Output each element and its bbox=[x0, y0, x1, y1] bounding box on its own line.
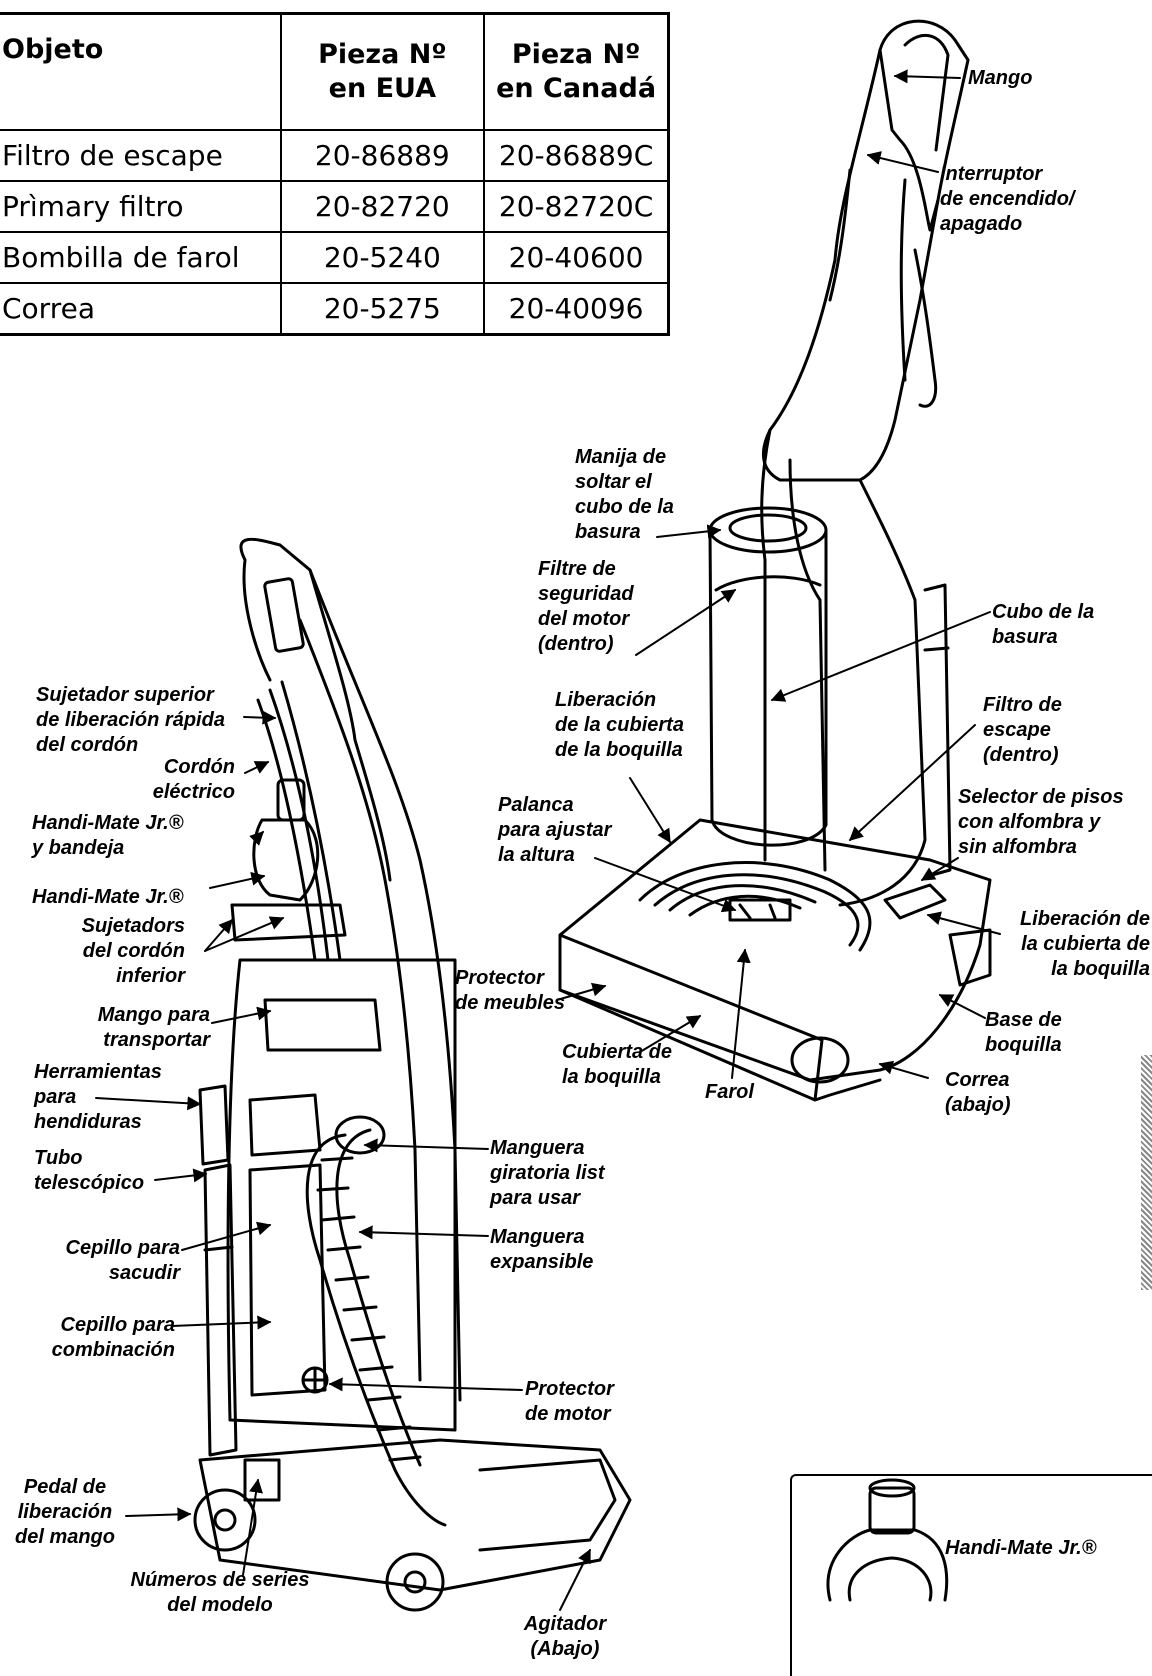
label-handi-mate: Handi-Mate Jr.® bbox=[32, 885, 183, 910]
label-palanca-altura: Palanca para ajustar la altura bbox=[498, 793, 611, 868]
label-liberacion-cubierta-der: Liberación de la cubierta de la boquilla bbox=[980, 907, 1150, 982]
label-inset-handi: Handi-Mate Jr.® bbox=[945, 1536, 1096, 1561]
label-filtre-seguridad: Filtre de seguridad del motor (dentro) bbox=[538, 557, 634, 657]
label-mango-transportar: Mango para transportar bbox=[60, 1003, 210, 1053]
label-cepillo-sacudir: Cepillo para sacudir bbox=[40, 1236, 180, 1286]
label-mango: Mango bbox=[968, 66, 1032, 91]
label-manija-soltar: Manija de soltar el cubo de la basura bbox=[575, 445, 674, 545]
crevice-tool bbox=[200, 1086, 228, 1164]
label-liberacion-cubierta-izq: Liberación de la cubierta de la boquilla bbox=[555, 688, 684, 763]
label-base-boquilla: Base de boquilla bbox=[985, 1008, 1062, 1058]
label-tubo: Tubo telescópico bbox=[34, 1146, 144, 1196]
label-cordon-electrico: Cordón eléctrico bbox=[100, 755, 235, 805]
inset-handi-mate-box bbox=[790, 1474, 1152, 1676]
label-interruptor: Interruptor de encendido/ apagado bbox=[940, 162, 1074, 237]
label-herramientas: Herramientas para hendiduras bbox=[34, 1060, 162, 1135]
label-cubierta-boquilla: Cubierta de la boquilla bbox=[562, 1040, 672, 1090]
handle-shaft bbox=[763, 50, 938, 480]
label-farol: Farol bbox=[705, 1080, 754, 1105]
rear-wheel bbox=[387, 1554, 443, 1610]
label-numeros-series: Números de series del modelo bbox=[120, 1568, 320, 1618]
label-manguera-giratoria: Manguera giratoria list para usar bbox=[490, 1136, 604, 1211]
label-handi-bandeja: Handi-Mate Jr.® y bandeja bbox=[32, 811, 183, 861]
label-sujetador-superior: Sujetador superior de liberación rápida … bbox=[36, 683, 225, 758]
label-agitador: Agitador (Abajo) bbox=[510, 1612, 620, 1662]
label-pedal: Pedal de liberación del mango bbox=[10, 1475, 120, 1550]
label-protector-muebles: Protector de meubles bbox=[455, 966, 565, 1016]
label-cubo-basura: Cubo de la basura bbox=[992, 600, 1094, 650]
label-manguera-expansible: Manguera expansible bbox=[490, 1225, 593, 1275]
label-selector-pisos: Selector de pisos con alfombra y sin alf… bbox=[958, 785, 1124, 860]
handi-mate-tray bbox=[232, 905, 345, 940]
label-correa-abajo: Correa (abajo) bbox=[945, 1068, 1011, 1118]
label-sujetadores-inferior: Sujetadors del cordón inferior bbox=[40, 914, 185, 989]
scan-edge-pattern bbox=[1141, 1055, 1152, 1290]
label-cepillo-combinacion: Cepillo para combinación bbox=[30, 1313, 175, 1363]
label-filtro-escape: Filtro de escape (dentro) bbox=[983, 693, 1062, 768]
expandable-hose bbox=[307, 1135, 445, 1525]
label-protector-motor: Protector de motor bbox=[525, 1377, 614, 1427]
